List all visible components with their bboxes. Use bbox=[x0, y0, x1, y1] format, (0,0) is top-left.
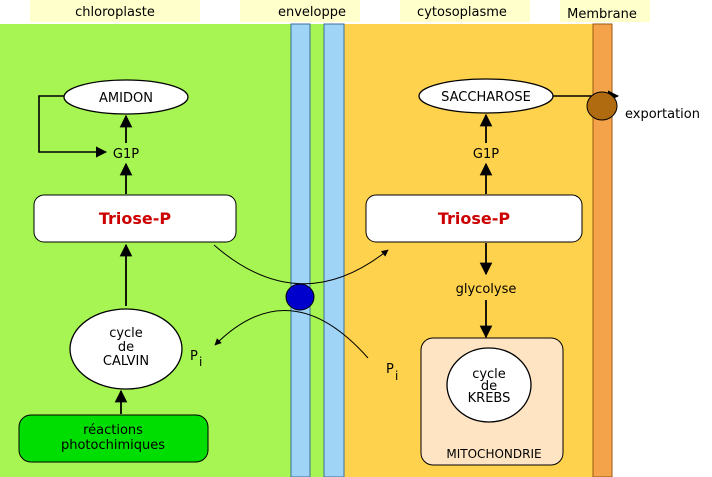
header-chloroplaste-bg bbox=[30, 0, 200, 22]
reactions-node bbox=[18, 414, 209, 463]
arrow-amidon-loop bbox=[38, 95, 108, 158]
calvin-node bbox=[69, 308, 183, 390]
calvin-label-2: de bbox=[118, 340, 134, 355]
header-membrane-bg bbox=[560, 0, 650, 22]
header-cytosoplasme: cytosoplasme bbox=[417, 5, 507, 20]
reactions-label-1: réactions bbox=[83, 423, 143, 438]
calvin-label-3: CALVIN bbox=[103, 354, 149, 369]
krebs-label-2: de bbox=[481, 379, 497, 394]
triose-right-label: Triose-P bbox=[438, 209, 511, 228]
krebs-label-1: cycle bbox=[472, 367, 506, 382]
envelope-membrane-inner bbox=[323, 23, 345, 477]
g1p-left-label: G1P bbox=[113, 147, 139, 162]
header-membrane: Membrane bbox=[567, 7, 637, 22]
membrane-region bbox=[611, 24, 712, 477]
glycolyse-label: glycolyse bbox=[456, 282, 517, 297]
arrow-pi-import bbox=[214, 309, 369, 359]
amidon-node bbox=[63, 79, 189, 115]
envelope-membrane-outer bbox=[290, 23, 311, 477]
triose-right-node bbox=[365, 194, 583, 243]
saccharose-label: SACCHAROSE bbox=[441, 90, 531, 105]
phosphate-translocator bbox=[285, 283, 315, 311]
krebs-label-3: KREBS bbox=[468, 391, 511, 406]
exportation-label: exportation bbox=[625, 107, 700, 122]
reactions-label-2: photochimiques bbox=[61, 438, 165, 453]
amidon-label: AMIDON bbox=[99, 91, 153, 106]
header-enveloppe-bg bbox=[240, 0, 360, 22]
triose-left-label: Triose-P bbox=[99, 209, 172, 228]
header-cytosoplasme-bg bbox=[400, 0, 530, 22]
header-chloroplaste: chloroplaste bbox=[75, 5, 155, 20]
pi-left-label: P bbox=[190, 349, 198, 364]
triose-left-node bbox=[33, 194, 237, 243]
header-enveloppe: enveloppe bbox=[278, 5, 346, 20]
sucrose-exporter bbox=[586, 91, 618, 121]
pi-left-sub: i bbox=[199, 355, 202, 369]
pi-right-label: P bbox=[386, 362, 394, 377]
plasma-membrane bbox=[592, 23, 613, 477]
calvin-label-1: cycle bbox=[109, 326, 143, 341]
pi-right-sub: i bbox=[395, 369, 398, 383]
mitochondrie-label: MITOCHONDRIE bbox=[446, 447, 541, 461]
krebs-node bbox=[446, 347, 532, 423]
g1p-right-label: G1P bbox=[473, 147, 499, 162]
